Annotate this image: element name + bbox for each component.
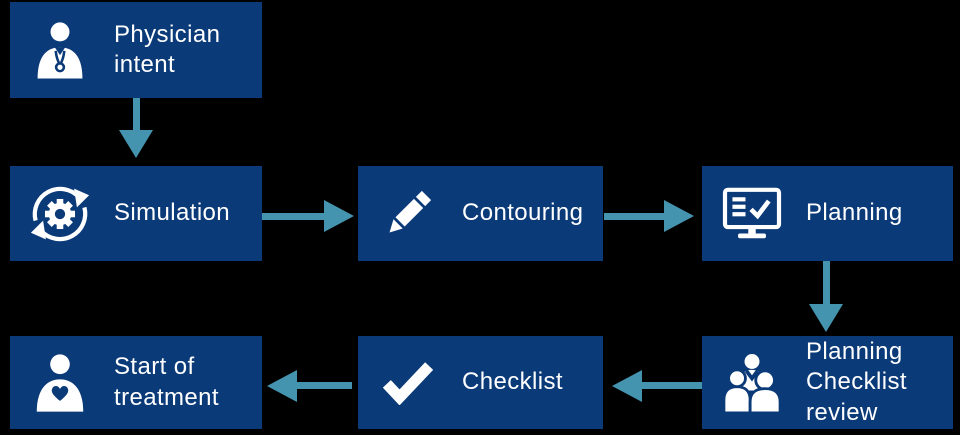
arrow-shaft — [823, 261, 830, 304]
arrow-shaft — [297, 382, 352, 389]
arrow-head-down-icon — [119, 130, 153, 158]
arrow-shaft — [133, 98, 140, 132]
arrow-shaft — [642, 382, 702, 389]
node-label: Simulation — [114, 199, 231, 227]
arrow-head-left-icon — [267, 370, 297, 402]
arrow-head-down-icon — [809, 304, 843, 332]
arrow-head-right-icon — [324, 200, 354, 232]
node-start-of-treatment: Start of treatment — [10, 336, 262, 429]
node-contouring: Contouring — [358, 166, 603, 261]
arrow-shaft — [262, 213, 324, 220]
physician-icon — [28, 20, 92, 80]
node-checklist: Checklist — [358, 336, 603, 429]
checkmark-icon — [376, 361, 440, 405]
people-group-icon — [720, 353, 784, 413]
node-label: Contouring — [462, 199, 584, 227]
arrow-head-right-icon — [664, 200, 694, 232]
node-label: Checklist — [462, 368, 563, 396]
pencil-icon — [376, 186, 440, 242]
node-label: Start of treatment — [114, 353, 219, 411]
node-physician-intent: Physician intent — [10, 2, 262, 98]
node-planning: Planning — [702, 166, 953, 261]
patient-heart-icon — [28, 353, 92, 412]
node-simulation: Simulation — [10, 166, 262, 261]
arrow-head-left-icon — [612, 370, 642, 402]
arrow-shaft — [604, 213, 664, 220]
simulation-sync-gear-icon — [28, 183, 92, 245]
node-label: Physician intent — [114, 20, 221, 78]
node-label: Planning — [806, 199, 903, 227]
node-planning-checklist-review: Planning Checklist review — [702, 336, 953, 429]
monitor-checklist-icon — [720, 187, 784, 241]
node-label: Planning Checklist review — [806, 338, 907, 426]
